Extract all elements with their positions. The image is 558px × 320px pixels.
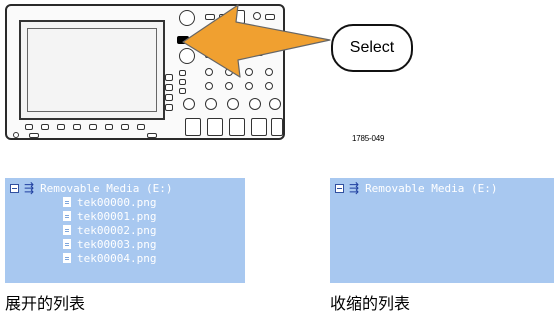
front-button: [205, 14, 215, 20]
front-knob: [269, 98, 281, 110]
select-button-highlight: [177, 36, 189, 44]
channel-input: [229, 118, 245, 136]
file-icon: [63, 211, 71, 221]
usb-port: [29, 133, 39, 138]
file-name: tek00004.png: [77, 251, 157, 265]
tree-collapse-icon[interactable]: [335, 183, 344, 193]
bezel-button: [25, 124, 33, 130]
list-item[interactable]: tek00003.png: [63, 237, 156, 251]
bezel-button: [137, 124, 145, 130]
front-button: [179, 70, 186, 76]
multipurpose-knob: [179, 10, 195, 26]
side-button: [165, 94, 173, 101]
collapsed-file-list: ⇶ Removable Media (E:): [330, 178, 554, 283]
file-name: tek00003.png: [77, 237, 157, 251]
file-icon: [63, 197, 71, 207]
front-knob: [183, 98, 195, 110]
root-label: Removable Media (E:): [365, 181, 498, 195]
channel-input: [251, 118, 267, 136]
collapsed-caption: 收缩的列表: [330, 294, 411, 313]
front-button: [179, 88, 186, 94]
front-button: [179, 79, 186, 85]
front-button: [205, 68, 213, 76]
usb-port: [147, 133, 157, 138]
usb-icon: ⇶: [24, 181, 35, 195]
front-button: [225, 82, 233, 90]
bezel-button: [73, 124, 81, 130]
tree-root-row[interactable]: ⇶ Removable Media (E:): [10, 181, 173, 195]
channel-input: [271, 118, 283, 136]
connector: [13, 132, 19, 138]
list-item[interactable]: tek00004.png: [63, 251, 156, 265]
file-name: tek00002.png: [77, 223, 157, 237]
expanded-file-list: ⇶ Removable Media (E:) tek00000.png tek0…: [5, 178, 245, 283]
front-knob: [205, 98, 217, 110]
oscilloscope-screen: [19, 20, 165, 120]
expanded-caption: 展开的列表: [5, 294, 86, 313]
front-knob: [253, 12, 261, 20]
bezel-button: [105, 124, 113, 130]
figure-id: 1785-049: [352, 134, 385, 143]
list-item[interactable]: tek00000.png: [63, 195, 156, 209]
file-icon: [63, 253, 71, 263]
channel-input: [185, 118, 201, 136]
front-button: [205, 82, 213, 90]
list-item[interactable]: tek00001.png: [63, 209, 156, 223]
list-item[interactable]: tek00002.png: [63, 223, 156, 237]
front-knob: [249, 98, 261, 110]
select-label: Select: [349, 39, 395, 56]
root-label: Removable Media (E:): [40, 181, 173, 195]
side-button: [165, 104, 173, 111]
multipurpose-knob: [179, 48, 195, 64]
front-button: [265, 82, 273, 90]
channel-input: [207, 118, 223, 136]
file-name: tek00000.png: [77, 195, 157, 209]
bezel-button: [121, 124, 129, 130]
usb-icon: ⇶: [349, 181, 360, 195]
front-button: [265, 68, 273, 76]
file-icon: [63, 225, 71, 235]
screen-bezel: [27, 28, 157, 112]
file-icon: [63, 239, 71, 249]
select-button-callout: Select: [331, 24, 413, 72]
bezel-button: [41, 124, 49, 130]
front-knob: [227, 98, 239, 110]
tree-root-row[interactable]: ⇶ Removable Media (E:): [335, 181, 498, 195]
side-button: [165, 74, 173, 81]
side-button: [165, 84, 173, 91]
front-button: [245, 82, 253, 90]
front-button: [245, 68, 253, 76]
file-name: tek00001.png: [77, 209, 157, 223]
tree-collapse-icon[interactable]: [10, 183, 19, 193]
front-button: [265, 14, 275, 20]
bezel-button: [57, 124, 65, 130]
bezel-button: [89, 124, 97, 130]
